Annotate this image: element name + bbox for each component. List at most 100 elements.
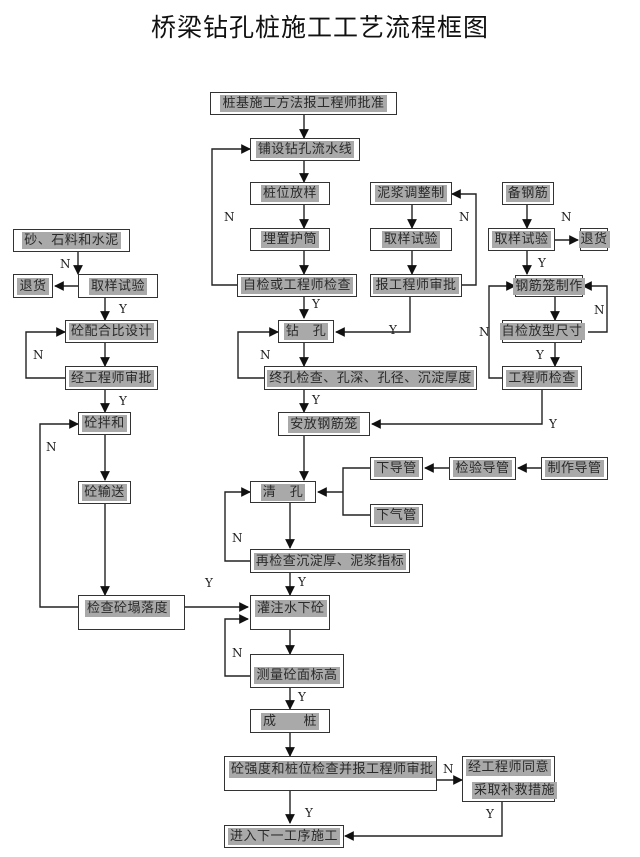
loop-slump-mixing xyxy=(39,419,79,608)
node-approval: 桩基施工方法报工程师批准 xyxy=(210,92,397,115)
node-air-pipe: 下气管 xyxy=(370,504,423,527)
node-text: 再检查沉淀厚、泥浆指标 xyxy=(253,552,407,570)
label-yes: Y xyxy=(298,690,306,704)
node-text: 检验导管 xyxy=(453,460,512,477)
node-drilling: 钻 孔 xyxy=(278,320,334,343)
node-self-check: 自检或工程师检查 xyxy=(237,274,357,297)
label-no: N xyxy=(232,646,243,660)
label-yes: Y xyxy=(536,348,544,362)
loop-engineer-cage xyxy=(488,281,516,379)
node-recheck: 再检查沉淀厚、泥浆指标 xyxy=(250,549,410,573)
node-steel-sample: 取样试验 xyxy=(488,228,555,251)
label-yes: Y xyxy=(486,807,494,821)
node-steel-return: 退货 xyxy=(578,228,610,251)
node-text: 自检或工程师检查 xyxy=(240,277,353,294)
label-yes: Y xyxy=(549,417,557,431)
node-steel-prepare: 备钢筋 xyxy=(502,182,554,205)
label-yes: Y xyxy=(119,302,127,316)
branch-pipes xyxy=(342,467,370,516)
loop-finalcheck-drill xyxy=(237,327,279,379)
label-yes: Y xyxy=(312,393,320,407)
node-text: 测量砼面标高 xyxy=(254,667,340,684)
loop-recheck-clean xyxy=(224,487,251,562)
node-strength-check: 砼强度和桩位检查并报工程师审批 xyxy=(224,756,437,791)
node-cage-selfcheck: 自检放型尺寸 xyxy=(499,320,585,343)
node-cage-engineer: 工程师检查 xyxy=(502,366,582,390)
node-measure: 测量砼面标高 xyxy=(250,654,344,688)
loop-measure-pour xyxy=(224,614,250,677)
node-pile-done: 成 桩 xyxy=(250,709,330,733)
label-yes: Y xyxy=(389,323,397,337)
label-yes: Y xyxy=(119,394,127,408)
node-text: 制作导管 xyxy=(545,460,604,477)
node-text: 下导管 xyxy=(374,460,419,477)
label-yes: Y xyxy=(205,576,213,590)
node-text: 砼输送 xyxy=(82,484,127,501)
node-text: 砂、石料和水泥 xyxy=(22,232,121,249)
node-mix-design: 砼配合比设计 xyxy=(65,320,158,343)
node-mat-return: 退货 xyxy=(13,274,53,298)
label-no: N xyxy=(561,210,572,224)
node-text: 钢筋笼制作 xyxy=(513,277,585,295)
node-mix-approval: 经工程师审批 xyxy=(65,366,158,390)
node-text: 砼强度和桩位检查并报工程师审批 xyxy=(229,761,436,778)
label-yes: Y xyxy=(305,806,313,820)
arrow-remedy-next xyxy=(344,802,503,841)
node-text: 取样试验 xyxy=(381,231,440,248)
node-materials: 砂、石料和水泥 xyxy=(13,229,130,252)
node-mud-report: 报工程师审批 xyxy=(370,274,462,297)
node-text: 下气管 xyxy=(374,507,419,524)
label-yes: Y xyxy=(538,256,546,270)
node-next-step: 进入下一工序施工 xyxy=(224,825,344,848)
node-mixing: 砼拌和 xyxy=(78,412,131,435)
node-slump-check: 检查砼塌落度 xyxy=(78,595,185,630)
label-no: N xyxy=(60,257,71,271)
node-text: 成 桩 xyxy=(260,712,319,730)
node-pile-stakeout: 桩位放样 xyxy=(250,182,330,205)
arrow-engineer-placecage xyxy=(371,390,543,429)
node-text: 取样试验 xyxy=(492,231,551,248)
label-no: N xyxy=(443,762,454,776)
node-text: 经工程师同意 xyxy=(466,759,552,776)
node-clean-hole: 清 孔 xyxy=(250,481,316,503)
node-text: 埋置护筒 xyxy=(260,231,319,248)
node-text: 检查砼塌落度 xyxy=(85,600,171,617)
node-text: 泥浆调整制 xyxy=(375,185,447,202)
loop-selfcheck-layout xyxy=(211,144,251,286)
node-bury-casing: 埋置护筒 xyxy=(250,228,330,251)
node-text: 铺设钻孔流水线 xyxy=(255,141,355,158)
label-no: N xyxy=(232,531,243,545)
arrow-report-drill xyxy=(335,297,411,337)
node-text: 退货 xyxy=(17,277,49,295)
label-no: N xyxy=(479,325,490,339)
node-pour: 灌注水下砼 xyxy=(250,595,330,630)
node-text: 备钢筋 xyxy=(505,185,551,202)
loop-report-mudadjust xyxy=(451,189,477,286)
node-text: 采取补救措施 xyxy=(472,782,558,799)
node-remedy: 经工程师同意 采取补救措施 xyxy=(462,756,558,802)
node-make-pipe: 制作导管 xyxy=(541,457,608,480)
label-no: N xyxy=(459,210,470,224)
node-text: 砼配合比设计 xyxy=(68,323,154,340)
node-lower-pipe: 下导管 xyxy=(370,457,423,480)
label-no: N xyxy=(46,440,57,454)
label-yes: Y xyxy=(298,575,306,589)
node-text: 退货 xyxy=(578,231,610,248)
node-transport: 砼输送 xyxy=(78,481,131,504)
node-inspect-pipe: 检验导管 xyxy=(449,457,516,480)
node-mat-sample: 取样试验 xyxy=(78,274,158,298)
page-title: 桥梁钻孔桩施工工艺流程框图 xyxy=(150,13,489,42)
node-text: 进入下一工序施工 xyxy=(227,828,340,845)
node-text: 桩基施工方法报工程师批准 xyxy=(220,95,387,112)
label-no: N xyxy=(260,348,271,362)
node-text: 安放钢筋笼 xyxy=(288,415,360,433)
node-cage-make: 钢筋笼制作 xyxy=(513,275,585,297)
node-text: 终孔检查、孔深、孔径、沉淀厚度 xyxy=(267,369,474,387)
label-yes: Y xyxy=(312,297,320,311)
node-text: 经工程师审批 xyxy=(68,369,154,387)
node-final-check: 终孔检查、孔深、孔径、沉淀厚度 xyxy=(264,366,477,390)
node-mud-adjust: 泥浆调整制 xyxy=(370,182,452,205)
node-place-cage: 安放钢筋笼 xyxy=(278,412,370,436)
loop-selfcheck-cage xyxy=(582,281,608,333)
